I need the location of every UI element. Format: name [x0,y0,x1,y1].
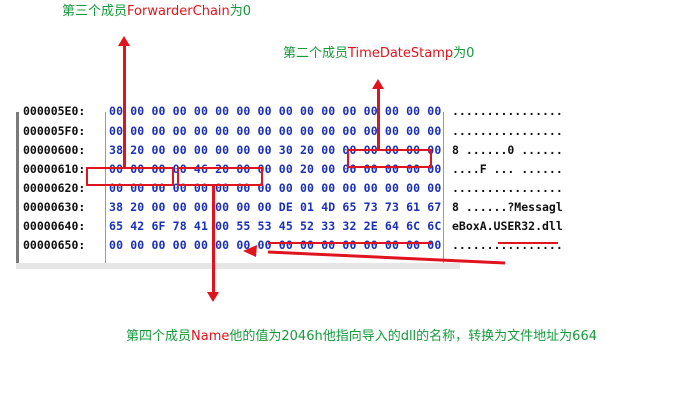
ascii-column-separator [443,112,444,269]
annotation-name-member: 第四个成员Name他的值为2046h他指向导入的dll的名称，转换为文件地址为6… [126,329,597,345]
arrow-time-date-stamp-line [377,88,380,149]
hex-view-panel: 000005E0: 00 00 00 00 00 00 00 00 00 00 … [16,104,563,269]
hex-row-bytes: 38 20 00 00 00 00 00 00 30 20 00 00 00 0… [109,143,442,157]
underline-user32-ascii [498,242,558,244]
hex-row-address: 00000600: [23,143,86,157]
highlight-time-date-stamp-box [347,149,432,168]
hex-row-bytes: 00 00 00 00 46 20 00 00 00 20 00 00 00 0… [109,162,442,176]
hex-row-bytes: 00 00 00 00 00 00 00 00 00 00 00 00 00 0… [109,124,442,138]
hex-row-ascii: ................ [452,181,563,195]
annotation-suffix: 为0 [453,46,475,61]
highlight-name-box [177,167,263,186]
hex-row-bytes: 00 00 00 00 00 00 00 00 00 00 00 00 00 0… [109,238,442,252]
annotation-suffix: 为0 [229,4,252,19]
annotation-suffix: 他的值为2046h他指向导入的dll的名称，转换为文件地址为664 [229,329,597,344]
annotation-forwarder-chain: 第三个成员ForwarderChain为0 [62,4,251,20]
annotation-prefix: 第二个成员 [283,46,349,61]
arrow-up-icon [118,36,130,46]
hex-row-bytes: 00 00 00 00 00 00 00 00 00 00 00 00 00 0… [109,104,442,118]
hex-row-address: 00000620: [23,181,86,195]
hex-row-address: 00000640: [23,219,86,233]
annotation-time-date-stamp: 第二个成员TimeDateStamp为0 [283,46,474,62]
hex-row-bytes: 65 42 6F 78 41 00 55 53 45 52 33 32 2E 6… [109,219,442,233]
hex-row-address: 00000610: [23,162,86,176]
arrow-up-icon [372,79,384,89]
annotation-member-name: ForwarderChain [127,4,230,19]
highlight-forwarder-chain-box [86,167,174,186]
hex-row-ascii: 8 ......0 ...... [452,143,563,157]
hex-row-ascii: ................ [452,238,563,252]
annotation-member-name: Name [191,329,230,344]
hex-view-bottom-border [16,263,460,269]
annotation-member-name: TimeDateStamp [348,46,454,61]
underline-user32-bytes [268,242,432,244]
hex-row-ascii: ................ [452,104,563,118]
hex-row-address: 00000650: [23,238,86,252]
hex-row-address: 00000630: [23,200,86,214]
hex-row-ascii: eBoxA.USER32.dll [452,219,563,233]
hex-view-left-border [16,112,19,269]
hex-row-ascii: ................ [452,124,563,138]
hex-row-address: 000005F0: [23,124,86,138]
arrow-name-line [212,186,215,292]
arrow-forwarder-chain-line [123,45,126,167]
annotation-prefix: 第四个成员 [126,329,192,344]
hex-row-ascii: ....F ... ...... [452,162,563,176]
arrow-down-icon [207,292,219,302]
hex-row-address: 000005E0: [23,104,86,118]
annotation-prefix: 第三个成员 [62,4,128,19]
address-column-separator [105,112,106,269]
hex-row-ascii: 8 ......?Messagl [452,200,563,214]
hex-row-bytes: 38 20 00 00 00 00 00 00 DE 01 4D 65 73 7… [109,200,442,214]
